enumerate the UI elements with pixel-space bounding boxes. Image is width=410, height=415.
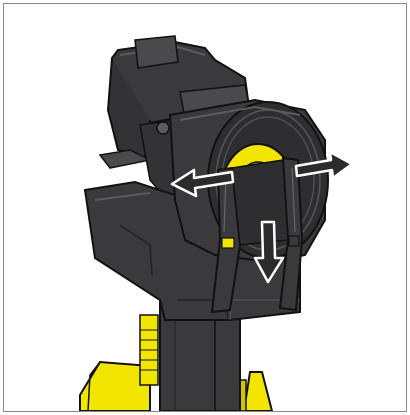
arrow-down-icon (253, 220, 285, 284)
lower-housing (83, 180, 301, 321)
release-clips (210, 156, 304, 314)
arrow-left-icon (170, 168, 235, 198)
rear-mechanism (98, 35, 251, 218)
arrow-right-icon (294, 150, 354, 180)
yellow-spindle (139, 314, 159, 386)
